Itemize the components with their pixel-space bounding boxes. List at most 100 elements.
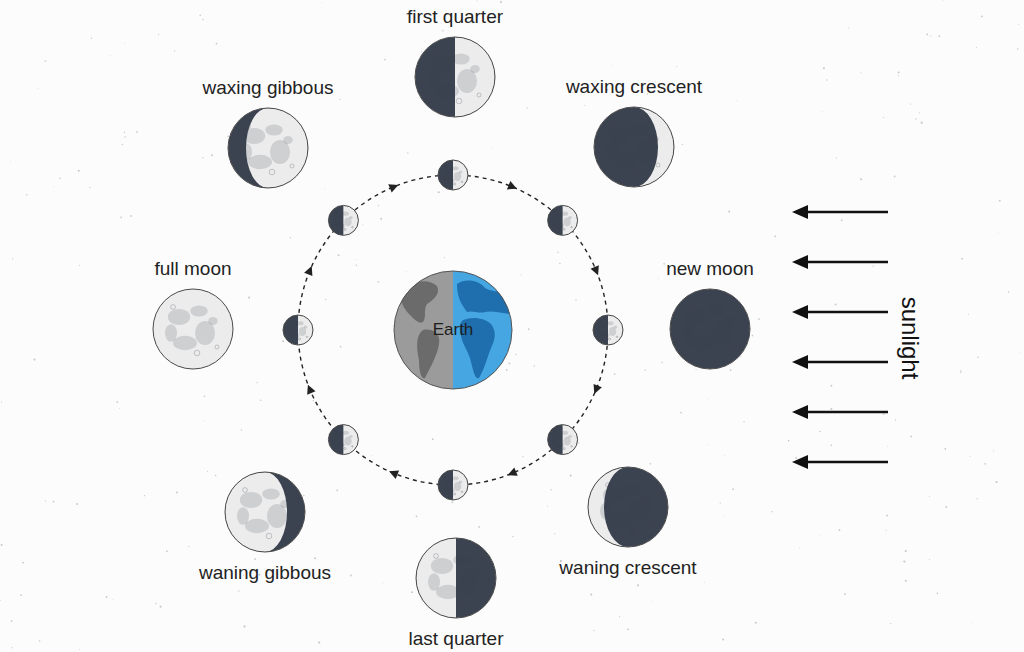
star <box>1019 352 1021 354</box>
moon-mare <box>600 502 612 520</box>
star <box>324 188 326 190</box>
moon-outline <box>225 472 305 552</box>
star <box>122 144 123 145</box>
moon-mare <box>342 212 349 216</box>
moon-mare <box>336 442 345 447</box>
star <box>970 622 972 624</box>
moon-outline <box>594 107 674 187</box>
moon-crater <box>298 338 300 340</box>
star <box>977 498 978 499</box>
star <box>338 254 340 256</box>
orbit-moon <box>438 160 468 190</box>
star <box>910 103 911 104</box>
moon-crater <box>635 168 641 174</box>
moon-crater <box>477 93 481 97</box>
star <box>886 530 887 531</box>
star <box>821 111 823 113</box>
orbit-moon <box>328 205 358 235</box>
moon-mare <box>237 507 249 525</box>
phase-label: new moon <box>666 257 754 280</box>
orbit-moon <box>548 205 578 235</box>
star <box>898 75 899 76</box>
star <box>823 67 825 69</box>
star <box>508 362 510 364</box>
moon-crater <box>600 321 602 323</box>
star <box>188 546 189 547</box>
star <box>960 370 961 371</box>
orbit-arrowhead <box>507 181 519 193</box>
star <box>407 152 408 153</box>
moon-crater <box>456 98 462 104</box>
moon-mare <box>609 127 631 143</box>
moon-mare <box>649 135 659 143</box>
moon-mare <box>552 438 557 445</box>
star <box>788 440 790 442</box>
moon-crater <box>606 483 611 488</box>
moon-disc <box>548 205 578 235</box>
moon-disc <box>438 160 468 190</box>
moon-mare <box>436 585 460 599</box>
moon-mare <box>685 309 707 325</box>
orbit-moon <box>593 315 623 345</box>
moon-mare <box>208 317 218 325</box>
moon-mare <box>453 554 471 565</box>
moon-mare <box>334 213 342 219</box>
star <box>831 445 833 447</box>
moon-mare <box>608 514 632 528</box>
star <box>528 328 530 330</box>
star <box>960 371 962 373</box>
star <box>728 210 730 212</box>
moon-mare <box>165 324 177 342</box>
moon-crater <box>445 476 447 478</box>
star <box>844 593 846 595</box>
moon-crater <box>306 336 308 338</box>
moon-mare <box>336 223 345 228</box>
moon-mare <box>190 305 208 316</box>
star <box>12 258 13 259</box>
star <box>254 558 256 560</box>
star <box>340 99 341 100</box>
star <box>382 582 384 584</box>
star <box>120 217 122 219</box>
star <box>820 534 822 536</box>
moon-mare <box>444 168 452 174</box>
moon-outline <box>438 160 468 190</box>
star <box>657 278 659 280</box>
moon-lit-part <box>343 205 358 235</box>
star <box>119 408 121 410</box>
moon-crater <box>608 338 610 340</box>
star <box>570 474 572 476</box>
moon-mare <box>349 216 353 219</box>
star <box>112 598 114 600</box>
orbit-arrowhead <box>590 384 602 396</box>
star <box>915 118 916 119</box>
star <box>476 0 478 2</box>
star <box>584 105 585 106</box>
moon-crater <box>290 164 294 168</box>
sunlight-label: sunlight <box>896 297 924 380</box>
moon-disc <box>593 315 623 345</box>
star <box>33 359 35 361</box>
moon-mare <box>342 431 349 435</box>
star <box>500 1 502 3</box>
moon-outline <box>416 538 496 618</box>
phase-label: last quarter <box>408 627 503 650</box>
star <box>20 594 22 596</box>
moon-drawing <box>667 286 753 372</box>
star <box>929 559 930 560</box>
moon-lit-part <box>563 205 578 235</box>
star <box>136 131 138 133</box>
moon-lit-part <box>608 315 623 345</box>
moon-phase: full moon <box>103 257 283 378</box>
star <box>981 16 983 18</box>
star <box>432 438 434 440</box>
orbit-path <box>298 175 608 485</box>
star <box>919 112 920 113</box>
star <box>873 265 874 266</box>
star <box>758 318 760 320</box>
phase-label: full moon <box>154 257 231 280</box>
moon-lit-part <box>455 37 495 117</box>
star <box>968 314 969 315</box>
moon-crater <box>616 336 618 338</box>
